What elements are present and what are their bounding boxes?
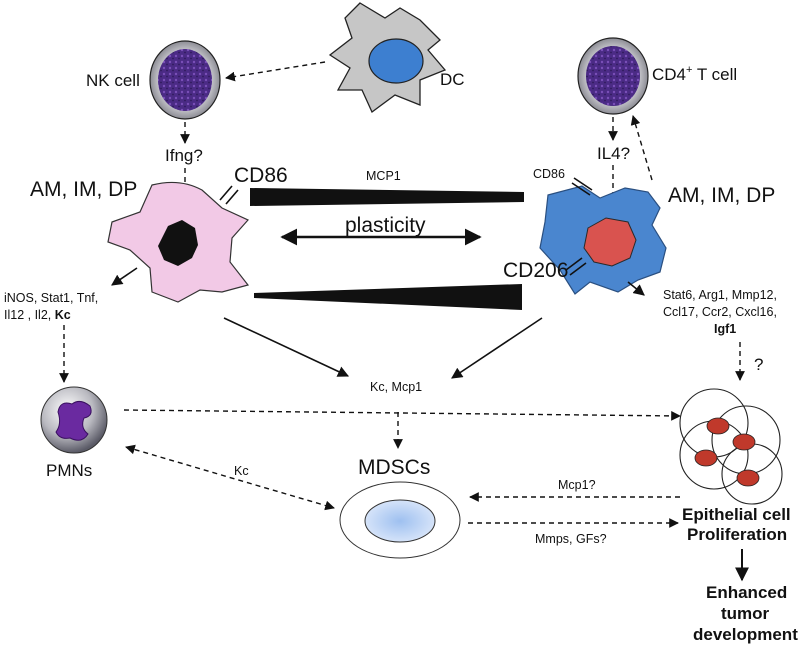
epithelial-proliferation-line1: Epithelial cell [682, 505, 791, 524]
cd206-gradient-wedge [254, 284, 522, 310]
arrow-m2-to-markers [627, 281, 645, 296]
epithelial-proliferation-line2: Proliferation [687, 525, 787, 544]
cd4-t-cell-label: CD4+ T cell [652, 64, 737, 84]
cd86-receptor-right [571, 177, 593, 196]
m2-macrophage-nucleus [583, 217, 637, 267]
arrow-pmn-to-epithelial [123, 409, 681, 421]
mcp1-label: MCP1 [366, 169, 401, 183]
m2-macrophage [539, 177, 667, 295]
dendritic-cell [328, 2, 447, 114]
cd4-t-cell [577, 37, 649, 115]
pmns-label: PMNs [46, 461, 92, 480]
plasticity-label: plasticity [345, 214, 426, 237]
mdsc-nucleus [364, 499, 436, 543]
mmps-gfs-label: Mmps, GFs? [535, 532, 607, 546]
epithelial-nucleus-2 [732, 433, 756, 451]
epithelial-nucleus-4 [736, 469, 760, 487]
epithelial-cells [679, 388, 783, 505]
ifng-label: Ifng? [165, 146, 203, 165]
nk-cell-label: NK cell [86, 71, 140, 90]
question-mark: ? [754, 355, 763, 374]
dc-nucleus [368, 38, 424, 84]
cd86-left-label: CD86 [234, 164, 288, 187]
epithelial-nucleus-3 [694, 449, 718, 467]
m2-markers-line2: Ccl17, Ccr2, Cxcl16, [663, 305, 777, 319]
cd206-label: CD206 [503, 259, 568, 282]
tumor-line3: development [693, 625, 798, 644]
tumor-line2: tumor [721, 604, 770, 623]
mdsc-cell [339, 481, 461, 559]
m1-macrophage [107, 181, 250, 303]
cd86-receptor-left [219, 185, 239, 205]
left-population-label: AM, IM, DP [30, 178, 137, 201]
arrow-dc-to-nk [225, 61, 326, 82]
dc-label: DC [440, 70, 465, 89]
arrow-m1-to-markers [111, 267, 138, 286]
pmn-cell [40, 386, 108, 454]
epithelial-nucleus-1 [706, 417, 730, 435]
m2-markers-line1: Stat6, Arg1, Mmp12, [663, 288, 777, 302]
kc-mcp1-label: Kc, Mcp1 [370, 380, 422, 394]
mcp1-gradient-wedge [250, 188, 524, 206]
nk-cell [149, 40, 221, 120]
mcp1-q-label: Mcp1? [558, 478, 596, 492]
arrow-pmn-mdsc-kc [125, 444, 335, 511]
m1-markers-line1: iNOS, Stat1, Tnf, [4, 291, 98, 305]
arrow-m2-to-cd4 [630, 115, 653, 181]
pmn-nucleus [55, 400, 92, 441]
cd4-t-cell-nucleus [586, 46, 640, 106]
right-population-label: AM, IM, DP [668, 184, 775, 207]
mdscs-label: MDSCs [358, 456, 430, 479]
m2-markers-bold: Igf1 [714, 322, 736, 336]
m1-macrophage-nucleus [158, 220, 198, 266]
cd86-right-label: CD86 [533, 167, 565, 181]
tumor-line1: Enhanced [706, 583, 787, 602]
cd206-receptor [565, 257, 587, 276]
arrow-m1-to-kc-mcp1 [223, 317, 350, 377]
arrow-m2-to-kc-mcp1 [451, 317, 543, 379]
nk-cell-nucleus [158, 49, 212, 111]
il4-label: IL4? [597, 144, 630, 163]
m1-markers-line2: Il12 , Il2, Kc [4, 308, 71, 322]
kc-label: Kc [234, 464, 249, 478]
